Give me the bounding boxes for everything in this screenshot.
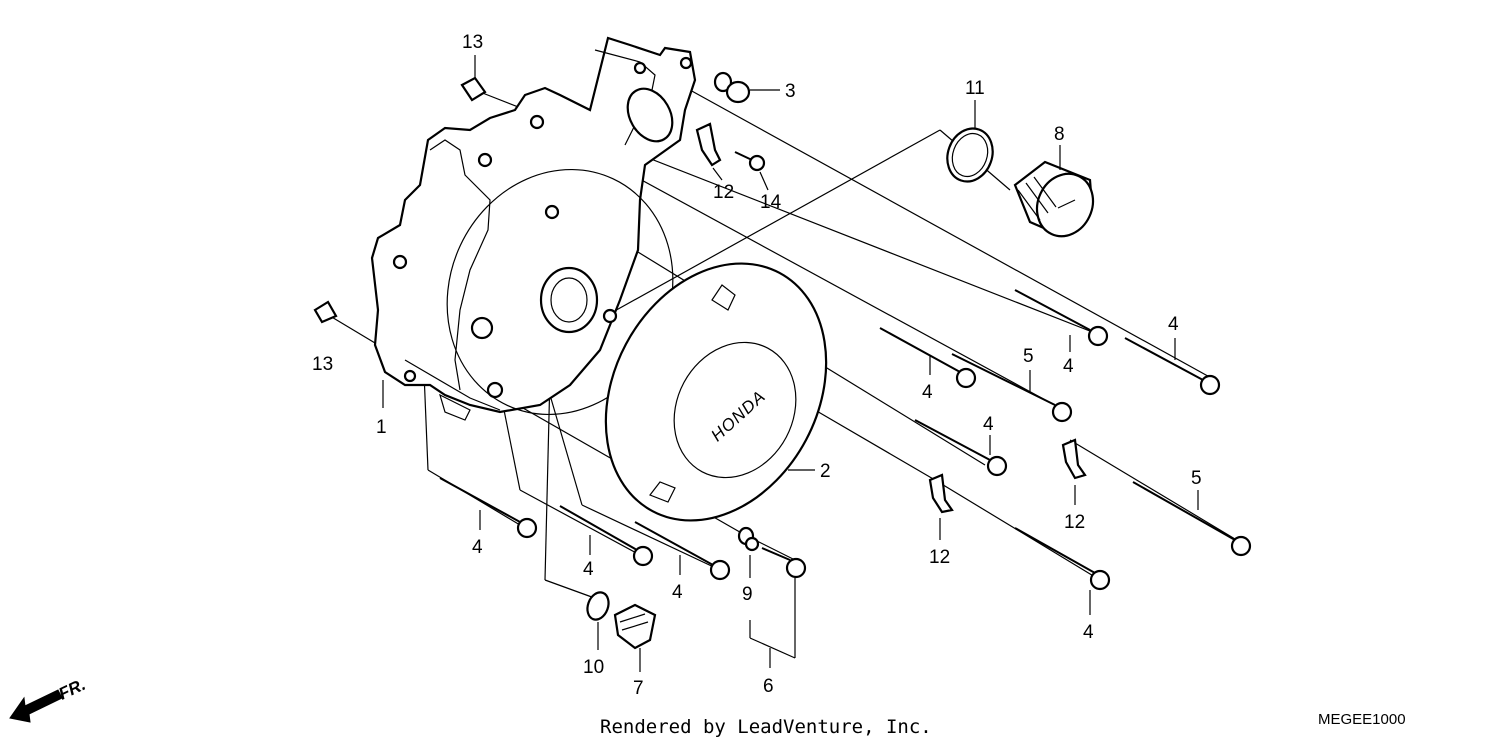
callout-14: 14 [760,192,782,213]
callout-4-left: 4 [472,537,483,558]
bolt-small [734,151,766,172]
callout-4-bottom-b: 4 [672,582,683,603]
callout-12-top: 12 [713,182,734,203]
callout-2: 2 [820,461,831,482]
arrow-icon [9,689,63,723]
callout-4-right-top: 4 [1168,314,1179,335]
callout-1: 1 [376,417,387,438]
callout-4-mid-a: 4 [1063,356,1074,377]
callouts: 13 3 11 8 12 14 4 5 4 4 13 1 4 2 5 12 4 … [312,32,1202,699]
callout-4-mid-c: 4 [983,414,994,435]
credit-text: Rendered by LeadVenture, Inc. [600,716,932,738]
callout-4-mid-b: 4 [922,382,933,403]
drain-plug [586,591,657,650]
washer-bolt-set [737,526,807,579]
callout-12-right: 12 [1064,512,1085,533]
callout-8: 8 [1054,124,1065,145]
callout-13-top: 13 [462,32,483,53]
callout-3: 3 [785,81,796,102]
callout-leaders [382,55,1199,672]
callout-13-left: 13 [312,354,333,375]
dowel-pins [313,76,487,324]
callout-12-mid: 12 [929,547,950,568]
clutch-cover: HONDA [604,262,828,522]
crankcase-cover [370,36,697,421]
plug-small [713,71,751,104]
bolts [439,289,1252,591]
callout-9: 9 [742,584,753,605]
clamps [695,122,1087,514]
callout-5-lower: 5 [1191,468,1202,489]
callout-11: 11 [965,78,985,99]
front-direction-arrow: FR. [9,675,89,723]
callout-4-bottom-right: 4 [1083,622,1094,643]
callout-4-bottom-a: 4 [583,559,594,580]
callout-6: 6 [763,676,774,697]
callout-5-upper: 5 [1023,346,1034,367]
filler-cap [1013,160,1095,238]
fr-label: FR. [56,675,89,704]
callout-7: 7 [633,678,644,699]
diagram-code: MEGEE1000 [1318,711,1406,728]
o-ring-large [946,127,994,183]
callout-10: 10 [583,657,604,678]
